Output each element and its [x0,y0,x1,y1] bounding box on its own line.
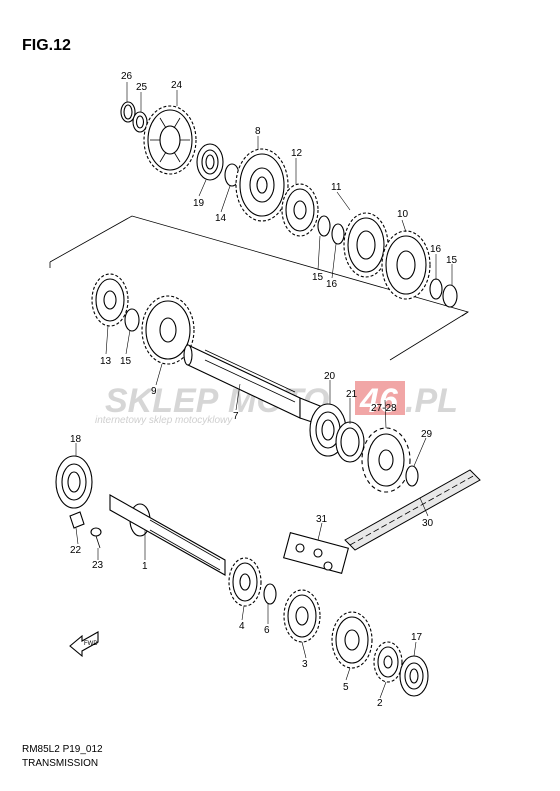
callout-7: 7 [233,411,239,422]
callout-20: 20 [324,371,336,382]
figure-title: FIG.12 [22,37,71,54]
callout-2: 2 [377,698,383,709]
callout-14: 14 [215,213,227,224]
callout-10: 10 [397,209,409,220]
callout-15-a: 15 [312,272,324,283]
circlip-15-left [124,308,140,332]
callout-12: 12 [291,148,303,159]
gear-3 [283,589,321,643]
gear-12 [281,183,319,237]
circlip-15-right [442,284,458,308]
figure-code: RM85L2 P19_012 [22,744,103,755]
oil-seal-21 [335,421,365,463]
callout-6: 6 [264,625,270,636]
countershaft-frame-line [49,215,469,361]
bearing-20 [309,403,347,457]
callout-5: 5 [343,682,349,693]
callout-1: 1 [142,561,148,572]
callout-29: 29 [421,429,433,440]
watermark-tagline: internetowy sklep motocyklowy [95,415,233,426]
fwd-label: FWD [84,641,98,647]
callout-31: 31 [316,514,328,525]
chain-joint-31 [282,532,350,574]
watermark-brand-d: .PL [405,382,458,420]
bearing-18 [55,455,93,509]
gear-11 [343,212,389,278]
gear-4 [228,557,262,607]
sprocket-clip-29 [405,465,419,487]
figure-name: TRANSMISSION [22,758,98,769]
callout-16-a: 16 [326,279,338,290]
callout-15-c: 15 [120,356,132,367]
screw-23 [90,527,102,549]
callout-11: 11 [331,182,342,193]
washer-25-inner [135,115,145,129]
fwd-arrow-icon: FWD [69,631,99,658]
watermark-brand-c: 46 [359,382,399,420]
bearing-retainer-22 [69,511,85,529]
callout-19: 19 [193,198,205,209]
gear-9 [141,295,195,365]
circlip-26-inner [123,104,133,120]
callout-26: 26 [121,71,133,82]
callout-8: 8 [255,126,261,137]
callout-15-b: 15 [446,255,458,266]
drive-chain-30 [344,469,481,551]
frame-edge-b [461,311,469,317]
watermark-brand-a: SKLEP [105,382,219,420]
callout-4: 4 [239,621,245,632]
gear-13 [91,273,129,327]
driveshaft-1 [109,494,226,576]
circlip-15-upper [317,215,331,237]
callout-18: 18 [70,434,82,445]
gear-24 [143,105,197,175]
washer-6 [263,583,277,605]
bearing-19 [196,143,224,181]
gear-5 [331,611,373,669]
callout-25: 25 [136,82,148,93]
gear-8 [235,148,289,222]
washer-16-upper [331,223,345,245]
watermark-badge [355,381,405,415]
callout-30: 30 [422,518,434,529]
callout-17: 17 [411,632,423,643]
bearing-17 [399,655,429,697]
callout-13: 13 [100,356,112,367]
gear-2 [373,641,403,683]
callout-16-b: 16 [430,244,442,255]
callout-9: 9 [151,386,157,397]
sprocket-27-28 [361,427,411,493]
callout-27-28: 27-28 [371,403,397,414]
callout-23: 23 [92,560,104,571]
callout-24: 24 [171,80,183,91]
washer-16-right [429,278,443,300]
gear-10 [381,230,431,300]
callout-22: 22 [70,545,82,556]
callout-3: 3 [302,659,308,670]
callout-21: 21 [346,389,358,400]
